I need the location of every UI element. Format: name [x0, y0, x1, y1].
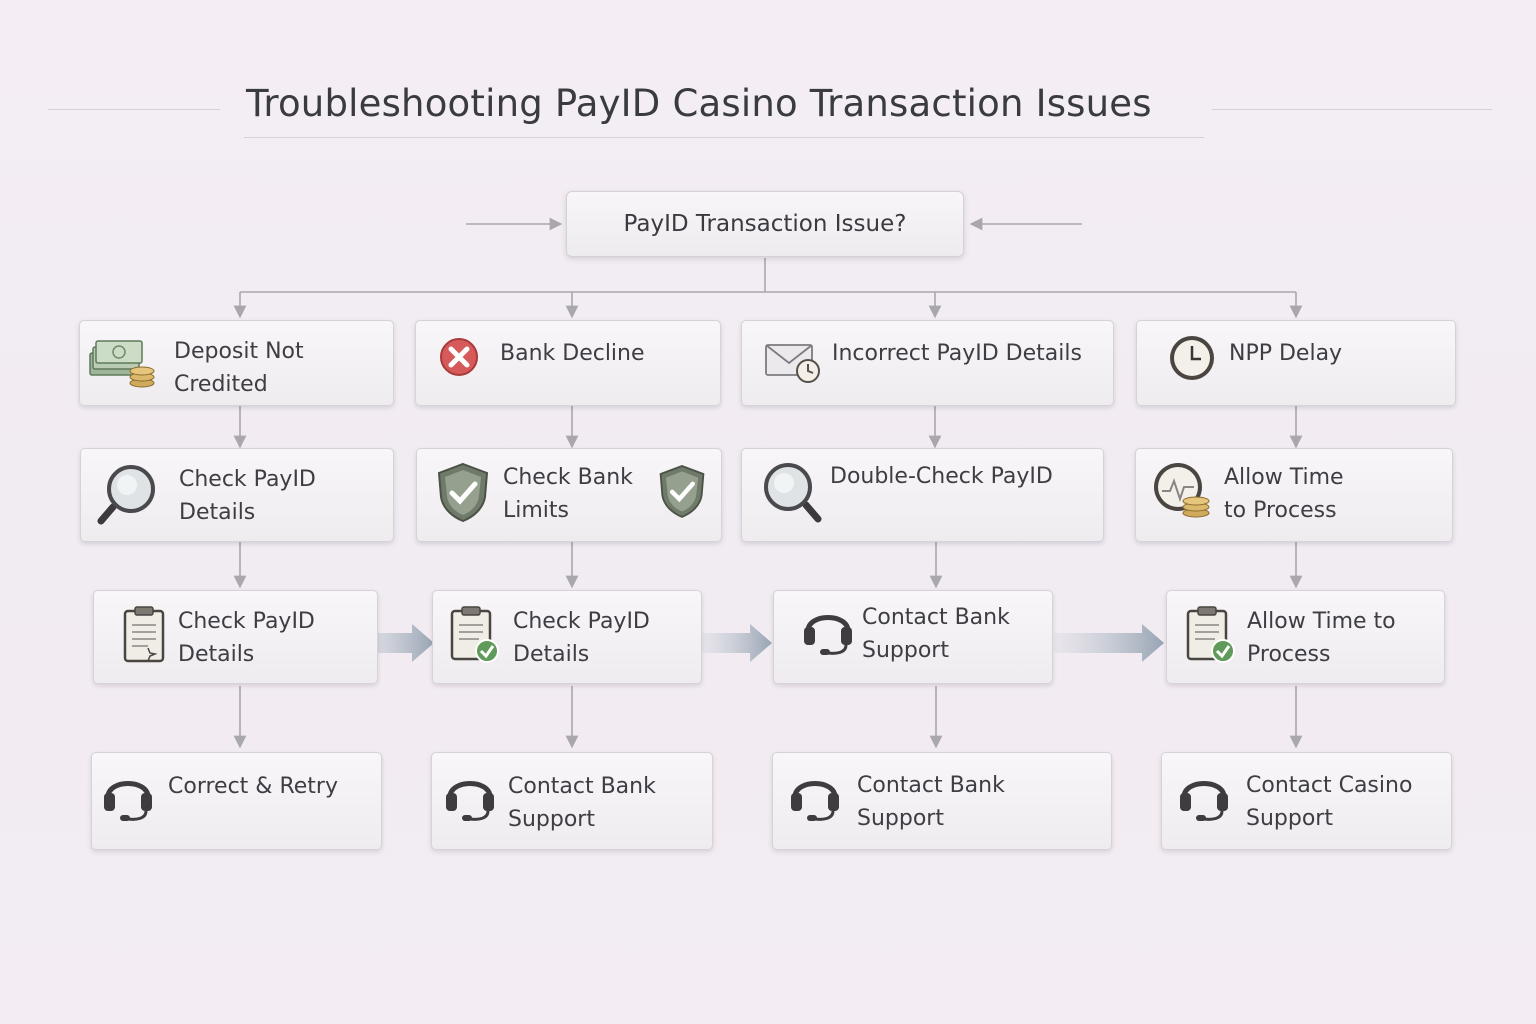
step-double-check-payid: Double-Check PayID — [741, 448, 1104, 542]
step-label: Allow Time to Process — [1247, 609, 1396, 667]
clipboard-check-icon — [1185, 605, 1235, 669]
action-correct-retry: Correct & Retry — [91, 752, 382, 850]
x-circle-icon — [434, 337, 484, 391]
clipboard-icon — [122, 605, 168, 669]
issue-label: Incorrect PayID Details — [832, 341, 1082, 366]
step-label: Contact Bank Support — [862, 605, 1010, 663]
step-label: Check PayID Details — [179, 467, 316, 525]
step-label: Double-Check PayID — [830, 464, 1053, 489]
action-label: Contact Casino Support — [1246, 773, 1413, 831]
action-label: Contact Bank Support — [857, 773, 1005, 831]
shield-check-icon — [657, 463, 707, 523]
step-label: Check Bank Limits — [503, 465, 633, 523]
title-rule-left — [48, 109, 220, 110]
envelope-clock-icon — [764, 339, 824, 389]
shield-check-icon — [435, 461, 491, 527]
action-label: Correct & Retry — [168, 774, 338, 799]
magnifier-icon — [97, 463, 161, 529]
issue-bank-decline: Bank Decline — [415, 320, 721, 406]
step-contact-bank-support: Contact Bank Support — [773, 590, 1053, 684]
issue-incorrect-payid-details: Incorrect PayID Details — [741, 320, 1114, 406]
step-check-bank-limits: Check Bank Limits — [416, 448, 722, 542]
clipboard-check-icon — [449, 605, 499, 669]
step-check-payid-details-2: Check PayID Details — [93, 590, 378, 684]
issue-label: Bank Decline — [500, 341, 645, 366]
headset-icon — [789, 767, 841, 827]
step-label: Check PayID Details — [513, 609, 650, 667]
action-contact-bank-support-2: Contact Bank Support — [772, 752, 1112, 850]
issue-npp-delay: NPP Delay — [1136, 320, 1456, 406]
step-label: Allow Time to Process — [1224, 465, 1344, 523]
headset-icon — [444, 767, 496, 827]
magnifier-icon — [760, 461, 824, 527]
headset-icon — [802, 601, 854, 661]
clock-icon — [1167, 333, 1221, 391]
title-underline — [244, 137, 1204, 138]
action-label: Contact Bank Support — [508, 774, 656, 832]
root-question-box: PayID Transaction Issue? — [566, 191, 964, 257]
issue-deposit-not-credited: Deposit Not Credited — [79, 320, 394, 406]
clock-coins-icon — [1150, 461, 1212, 523]
headset-icon — [1178, 767, 1230, 827]
title-rule-right — [1212, 109, 1492, 110]
step-allow-time-to-process: Allow Time to Process — [1135, 448, 1453, 542]
step-check-payid-details: Check PayID Details — [80, 448, 394, 542]
step-label: Check PayID Details — [178, 609, 315, 667]
issue-label: Deposit Not Credited — [174, 339, 304, 397]
step-check-payid-details-3: Check PayID Details — [432, 590, 702, 684]
action-contact-casino-support: Contact Casino Support — [1161, 752, 1452, 850]
page-title: Troubleshooting PayID Casino Transaction… — [246, 82, 1152, 125]
root-label: PayID Transaction Issue? — [623, 211, 907, 237]
step-allow-time-to-process-2: Allow Time to Process — [1166, 590, 1445, 684]
issue-label: NPP Delay — [1229, 341, 1343, 366]
headset-icon — [102, 767, 154, 827]
action-contact-bank-support: Contact Bank Support — [431, 752, 713, 850]
money-coins-icon — [88, 339, 156, 393]
